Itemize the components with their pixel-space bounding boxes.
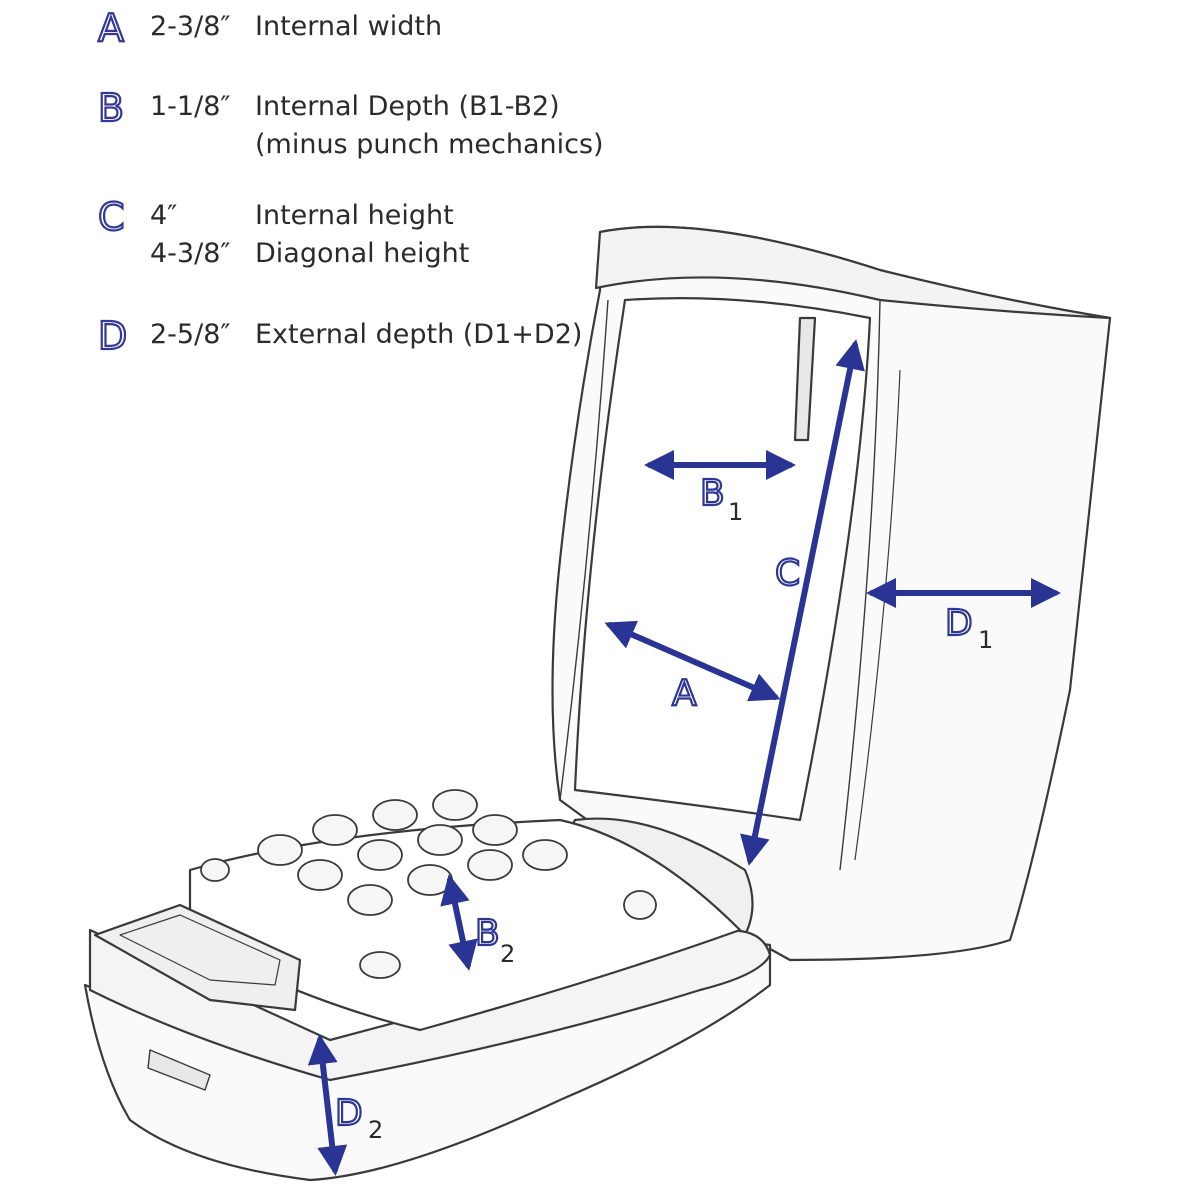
- label-a: A: [672, 673, 697, 714]
- label-b2: B: [475, 913, 500, 954]
- arrow-b2: [440, 874, 478, 971]
- legend-desc-d: External depth (D1+D2): [255, 319, 583, 350]
- legend-measure-a: 2-3/8″: [150, 11, 231, 42]
- label-d2: D: [335, 1093, 363, 1134]
- label-b1-sub: 1: [728, 498, 743, 526]
- legend-row-d: D 2-5/8″ External depth (D1+D2): [0, 313, 600, 364]
- legend-measure-c-2: 4-3/8″: [150, 238, 231, 269]
- label-d1: D: [945, 603, 973, 644]
- label-d1-sub: 1: [978, 626, 993, 654]
- label-b2-sub: 2: [500, 940, 515, 968]
- arrow-c: [740, 339, 865, 866]
- legend-desc-c-2: Diagonal height: [255, 238, 470, 269]
- label-d2-sub: 2: [368, 1116, 383, 1144]
- dimension-arrows: [307, 339, 1061, 1176]
- legend-letter-b: B: [97, 85, 125, 131]
- legend-row-b: B 1-1/8″ Internal Depth (B1-B2) (minus p…: [0, 85, 620, 166]
- legend-row-c: C 4″ Internal height 4-3/8″ Diagonal hei…: [0, 194, 600, 275]
- legend-desc-b: Internal Depth (B1-B2): [255, 91, 560, 122]
- arrow-d2: [307, 1034, 348, 1176]
- legend-desc-a: Internal width: [255, 11, 443, 42]
- legend-letter-c: C: [97, 194, 126, 240]
- legend-letter-a: A: [97, 5, 125, 51]
- dimension-labels: B 1 C A D 1 B 2 D 2: [334, 472, 993, 1144]
- legend-desc-b-2: (minus punch mechanics): [255, 129, 604, 160]
- keypad: [200, 789, 657, 979]
- legend-letter-d: D: [97, 313, 128, 359]
- label-c: C: [775, 553, 800, 594]
- legend-desc-c: Internal height: [255, 200, 454, 231]
- legend-measure-c: 4″: [150, 200, 178, 231]
- legend-measure-d: 2-5/8″: [150, 319, 231, 350]
- legend-row-a: A 2-3/8″ Internal width: [0, 5, 600, 56]
- arrow-a: [604, 620, 781, 702]
- legend-measure-b: 1-1/8″: [150, 91, 231, 122]
- label-b1: B: [700, 473, 725, 514]
